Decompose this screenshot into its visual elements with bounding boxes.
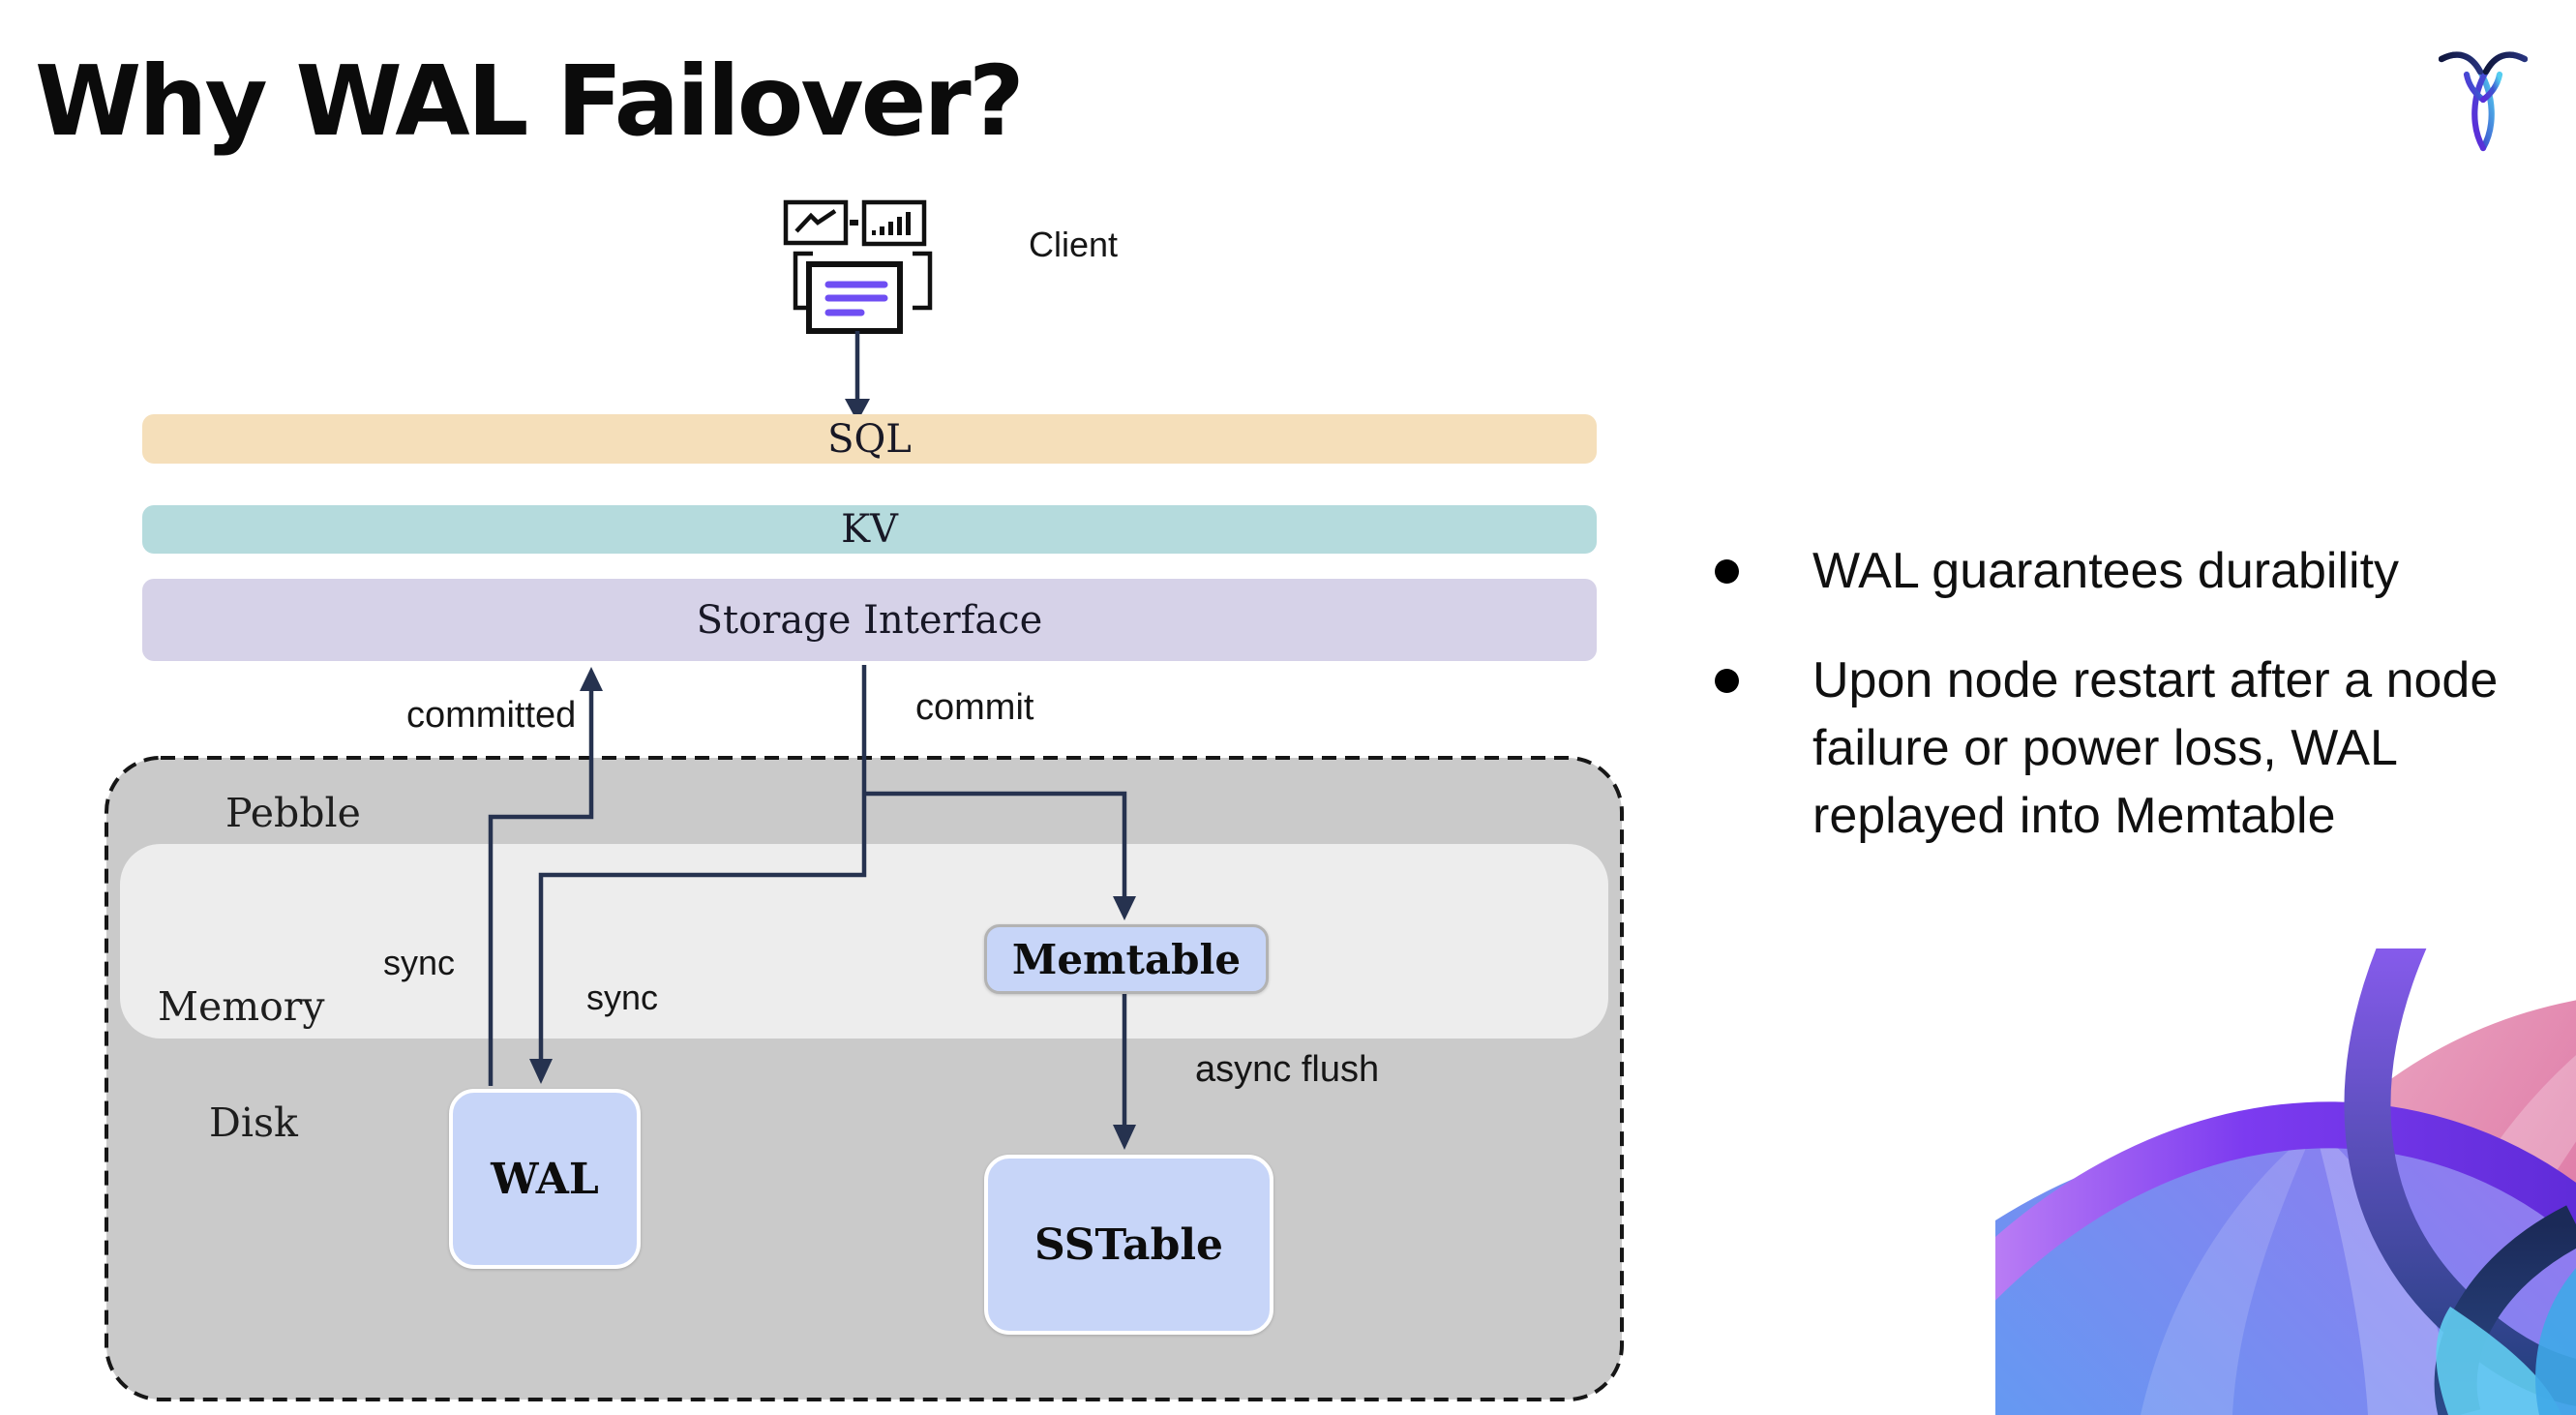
layer-bar-sql: SQL [142,414,1597,464]
layer-bar-sql-label: SQL [827,416,912,462]
client-label: Client [1029,225,1119,264]
edge-commit-sync-to-wal [538,665,867,1061]
edge-commit-to-memtable [864,791,1127,898]
bar-chart-icon [861,199,927,247]
layer-bar-kv: KV [142,505,1597,554]
node-memtable-label: Memtable [1011,935,1242,983]
layer-bar-storage-interface: Storage Interface [142,579,1597,661]
bullet-item: WAL guarantees durability [1715,537,2523,605]
node-wal: WAL [449,1089,641,1269]
left-bracket-icon [793,251,813,311]
client-workstation-icon [783,199,933,334]
line-chart-icon [783,199,849,246]
cockroachdb-logo-icon [2439,51,2528,152]
disk-label: Disk [209,1099,298,1146]
sql-document-icon [806,261,903,334]
page-title: Why WAL Failover? [35,45,1025,158]
bullet-text: Upon node restart after a node failure o… [1812,652,2499,844]
edge-label-sync-right: sync [586,978,659,1017]
layer-bar-storage-label: Storage Interface [696,597,1043,643]
right-bracket-icon [913,251,933,311]
bullet-list: WAL guarantees durability Upon node rest… [1715,537,2523,850]
bullet-text: WAL guarantees durability [1812,543,2400,599]
flow-edges [488,331,1127,1127]
edge-committed [488,689,594,1086]
node-wal-label: WAL [491,1154,599,1204]
edge-label-sync-left: sync [383,943,456,982]
edge-label-committed: committed [406,695,577,736]
edge-label-commit: commit [915,687,1034,728]
cockroach-brand-art [1995,948,2576,1415]
arrowheads [529,399,1136,1150]
bullet-dot-icon [1715,559,1739,584]
node-sstable: SSTable [984,1155,1273,1335]
bullet-dot-icon [1715,669,1739,693]
layer-bar-kv-label: KV [841,507,898,552]
pebble-label: Pebble [225,790,361,836]
edge-label-async-flush: async flush [1195,1049,1380,1090]
memory-label: Memory [158,983,325,1030]
node-memtable: Memtable [984,924,1269,994]
node-sstable-label: SSTable [1033,1219,1224,1270]
bullet-item: Upon node restart after a node failure o… [1715,647,2523,850]
dash-separator [850,220,858,226]
